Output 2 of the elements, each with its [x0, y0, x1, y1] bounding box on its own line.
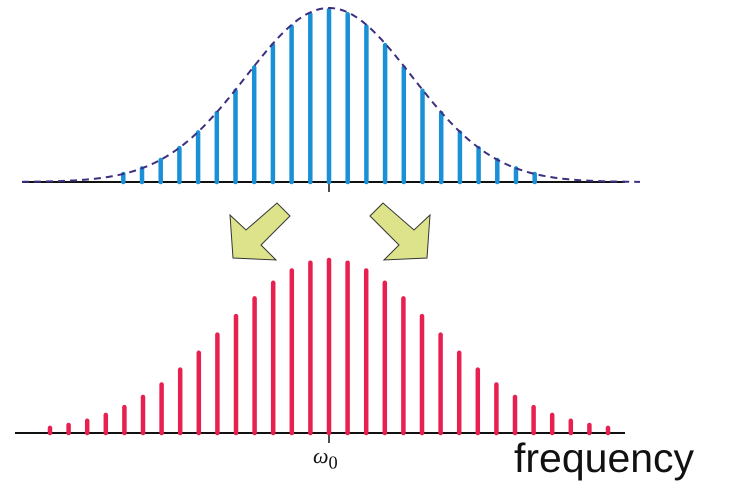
- axis-label: frequency: [514, 436, 694, 482]
- axis-tick-label: ω$_{0}$: [313, 444, 338, 473]
